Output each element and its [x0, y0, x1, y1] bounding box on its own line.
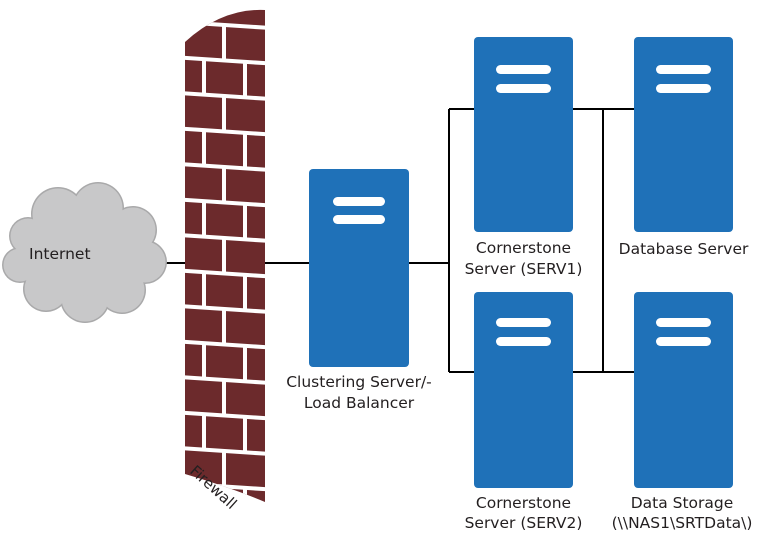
serv1-label-line1: Cornerstone [475, 239, 572, 257]
internet-label: Internet [29, 245, 91, 263]
server-tower-icon-serv2 [474, 292, 573, 488]
database-label: Database Server [618, 240, 749, 258]
server-tower-icon-database [634, 37, 733, 232]
serv2-label-line2: Server (SERV2) [464, 514, 583, 532]
server-tower-icon-balancer [309, 169, 409, 367]
server-tower-icon-serv1 [474, 37, 573, 232]
connections [160, 108, 634, 373]
storage-label-line1: Data Storage [630, 494, 734, 512]
serv1-label-line2: Server (SERV1) [464, 260, 583, 278]
server-tower-icon-storage [634, 292, 733, 488]
serv2-label-line1: Cornerstone [475, 494, 572, 512]
load-balancer-label-line1: Clustering Server/- [286, 373, 432, 391]
storage-label-line2: (\\NAS1\SRTData\) [611, 514, 753, 532]
brick-wall-icon [185, 9, 265, 503]
load-balancer-label-line2: Load Balancer [303, 394, 415, 412]
cloud-icon [2, 182, 167, 323]
